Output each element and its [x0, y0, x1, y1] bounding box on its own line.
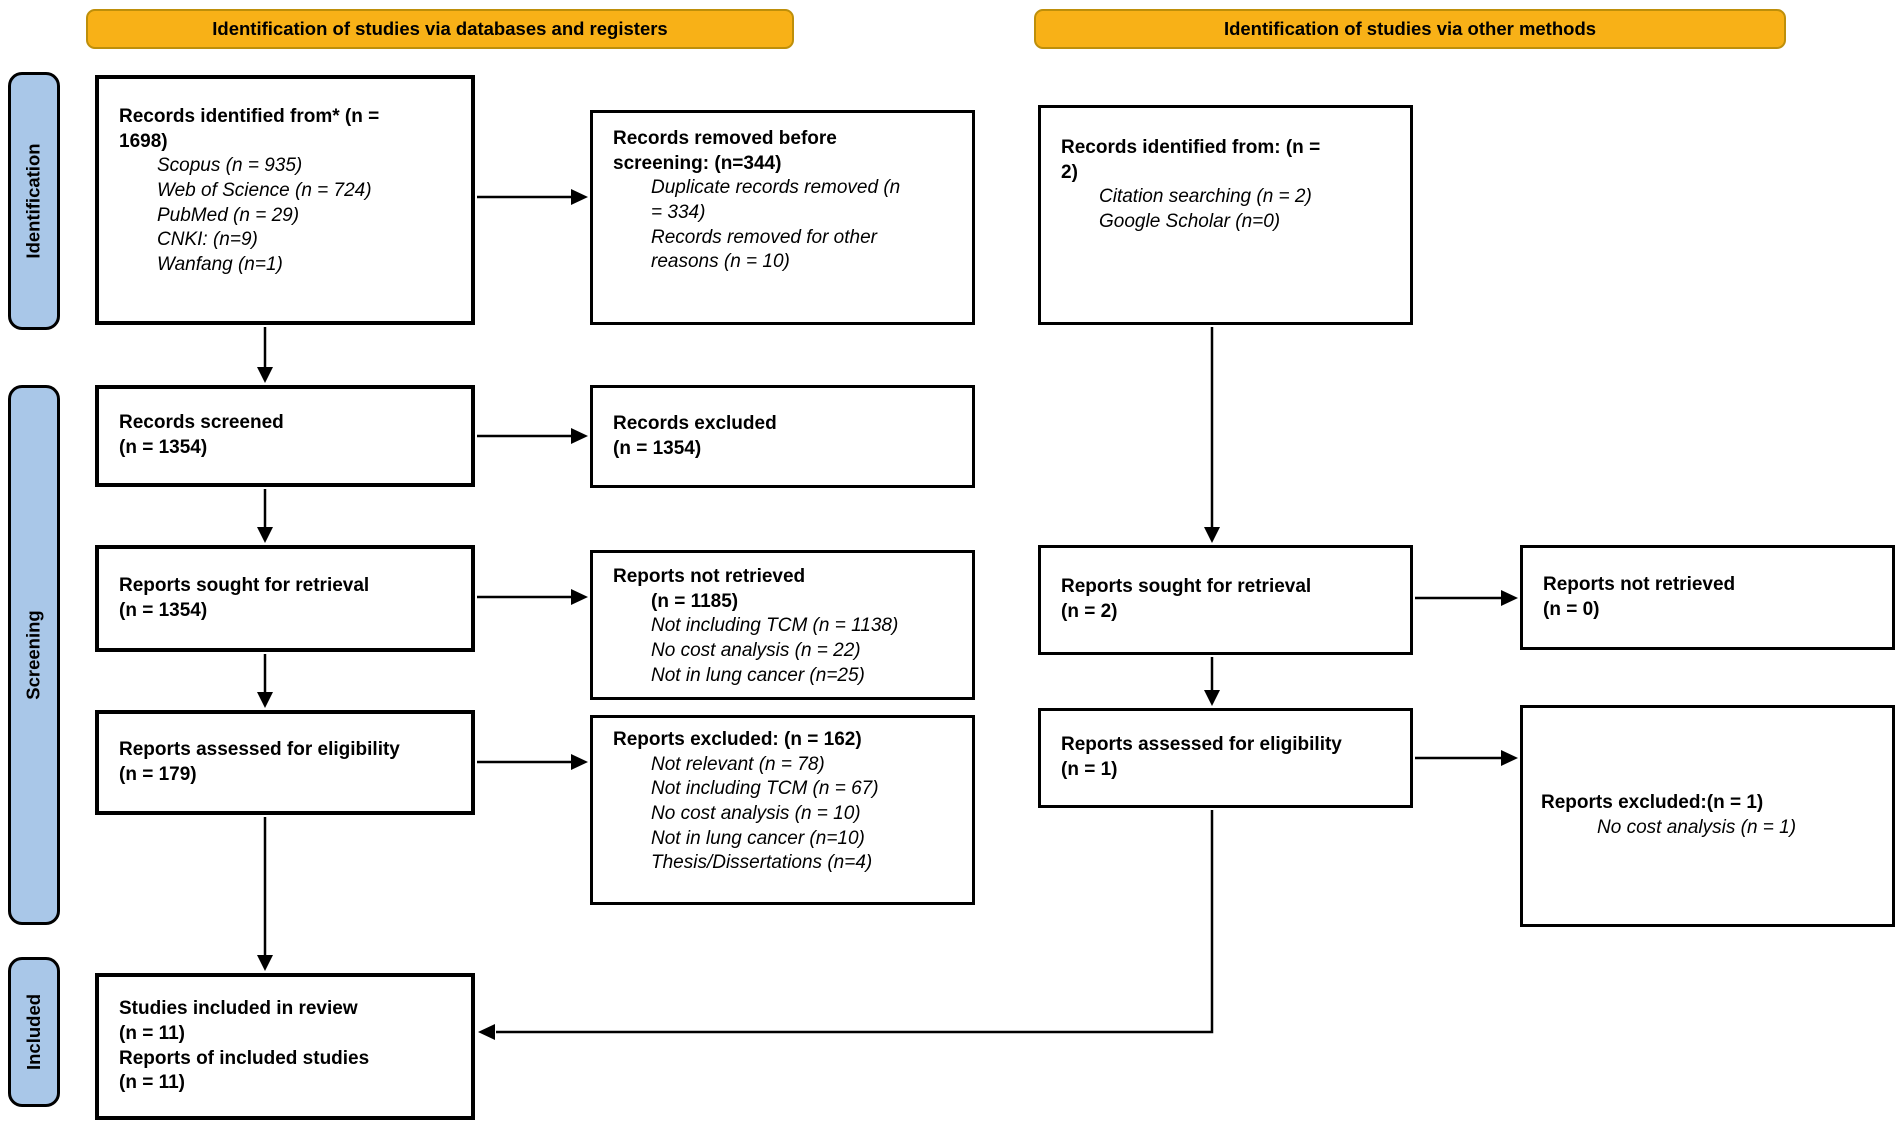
box-reports-sought-other: Reports sought for retrieval (n = 2) [1038, 545, 1413, 655]
box-item: Scopus (n = 935) [157, 155, 303, 177]
box-reports-excluded-other: Reports excluded:(n = 1) No cost analysi… [1520, 705, 1895, 927]
box-item: Not relevant (n = 78) [651, 753, 825, 775]
box-reports-not-retrieved-other: Reports not retrieved (n = 0) [1520, 545, 1895, 650]
box-heading: Reports not retrieved [613, 566, 806, 587]
box-heading: Reports assessed for eligibility (n = 1) [1061, 734, 1342, 780]
box-item: Wanfang (n=1) [157, 254, 283, 276]
box-heading: Reports sought for retrieval (n = 2) [1061, 576, 1312, 622]
box-records-excluded: Records excluded (n = 1354) [590, 385, 975, 488]
box-reports-assessed-databases: Reports assessed for eligibility (n = 17… [95, 710, 475, 815]
box-heading: Reports assessed for eligibility (n = 17… [119, 738, 400, 785]
box-heading: Reports sought for retrieval (n = 1354) [119, 574, 370, 621]
box-item: Google Scholar (n=0) [1099, 211, 1281, 233]
box-heading: Records excluded (n = 1354) [613, 412, 777, 459]
box-item: Not in lung cancer (n=25) [651, 664, 865, 686]
box-item: PubMed (n = 29) [157, 204, 300, 226]
box-records-identified-databases: Records identified from* (n = 1698) Scop… [95, 75, 475, 325]
stage-label-text: Included [23, 993, 44, 1071]
box-heading: Reports excluded:(n = 1) [1541, 792, 1764, 814]
box-heading: Studies included in review (n = 11) Repo… [119, 998, 370, 1094]
box-heading: Records identified from: (n = 2) [1061, 137, 1321, 183]
box-reports-sought-databases: Reports sought for retrieval (n = 1354) [95, 545, 475, 652]
box-studies-included: Studies included in review (n = 11) Repo… [95, 973, 475, 1120]
box-item: Not in lung cancer (n=10) [651, 827, 865, 849]
box-item: Citation searching (n = 2) [1099, 186, 1312, 208]
box-heading: Records identified from* (n = 1698) [119, 106, 380, 152]
box-records-removed-before-screening: Records removed before screening: (n=344… [590, 110, 975, 325]
stage-label-included: Included [8, 957, 60, 1107]
banner-identification-other-methods: Identification of studies via other meth… [1034, 9, 1786, 49]
box-subheading: (n = 1185) [651, 590, 739, 612]
box-item: Not including TCM (n = 67) [651, 778, 879, 800]
box-item: Web of Science (n = 724) [157, 180, 372, 202]
box-item: Records removed for other reasons (n = 1… [651, 226, 877, 273]
stage-label-text: Identification [23, 143, 44, 259]
box-item: No cost analysis (n = 10) [651, 803, 861, 825]
box-reports-not-retrieved-databases: Reports not retrieved (n = 1185) Not inc… [590, 550, 975, 700]
box-item: Not including TCM (n = 1138) [651, 615, 899, 637]
box-heading: Reports not retrieved (n = 0) [1543, 573, 1736, 620]
box-heading: Reports excluded: (n = 162) [613, 729, 862, 750]
stage-label-text: Screening [23, 610, 45, 700]
box-heading: Records screened (n = 1354) [119, 412, 284, 458]
banner-identification-databases: Identification of studies via databases … [86, 9, 794, 49]
box-item: Thesis/Dissertations (n=4) [651, 852, 873, 874]
box-item: Duplicate records removed (n = 334) [651, 177, 901, 224]
box-records-identified-other: Records identified from: (n = 2) Citatio… [1038, 105, 1413, 325]
box-heading: Records removed before screening: (n=344… [613, 128, 837, 174]
box-item: No cost analysis (n = 1) [1597, 817, 1797, 838]
box-reports-assessed-other: Reports assessed for eligibility (n = 1) [1038, 708, 1413, 808]
box-item: No cost analysis (n = 22) [651, 640, 861, 662]
stage-label-identification: Identification [8, 72, 60, 330]
box-item: CNKI: (n=9) [157, 229, 258, 251]
stage-label-screening: Screening [8, 385, 60, 925]
box-reports-excluded-databases: Reports excluded: (n = 162) Not relevant… [590, 715, 975, 905]
box-records-screened: Records screened (n = 1354) [95, 385, 475, 487]
